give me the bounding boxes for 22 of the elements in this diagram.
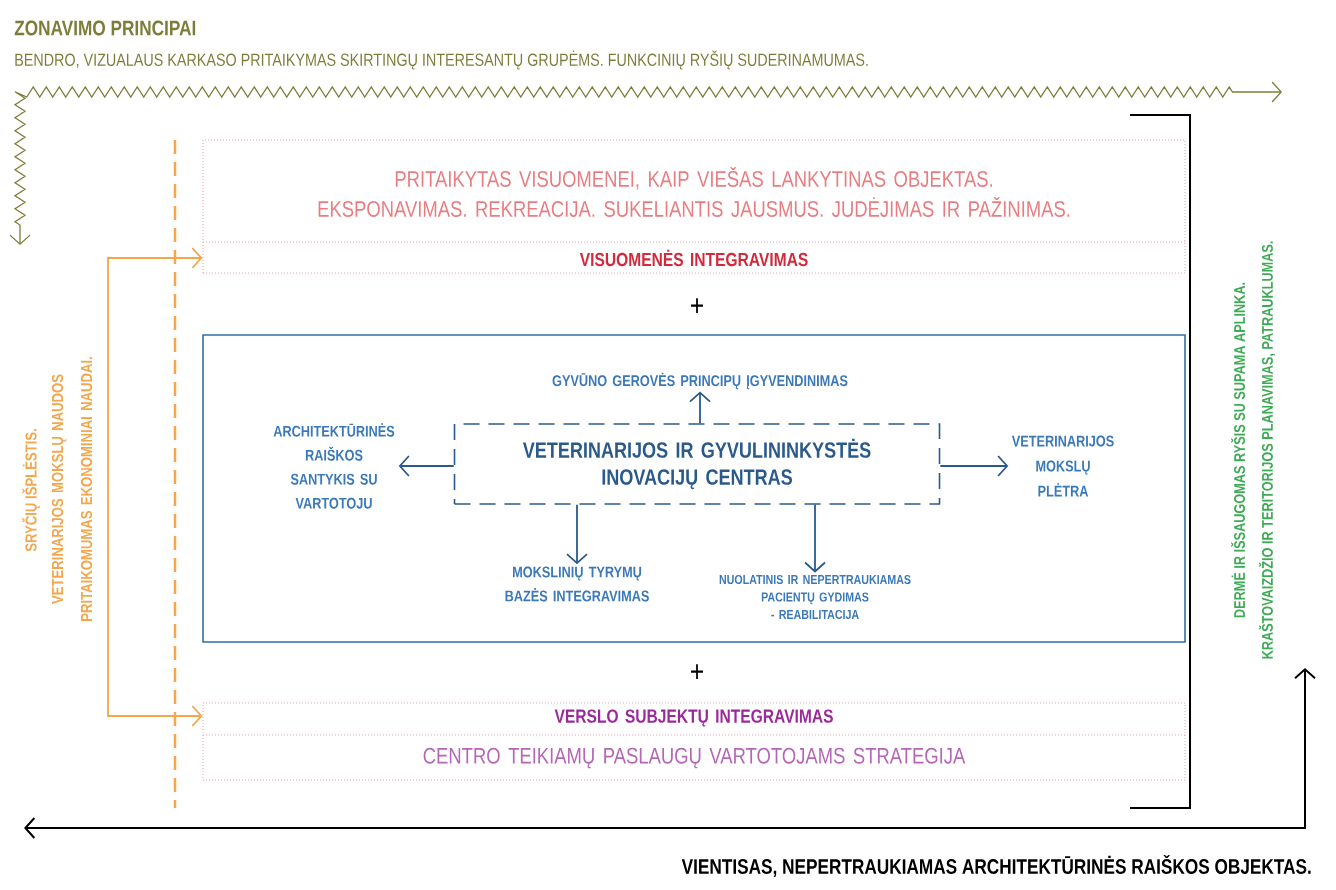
node-label: GYVŪNO GEROVĖS PRINCIPŲ ĮGYVENDINIMAS — [552, 372, 848, 390]
node-label: VETERINARIJOS MOKSLŲ PLĖTRA — [1011, 435, 1114, 497]
heading: ZONAVIMO PRINCIPAI — [14, 20, 196, 36]
subtitle: BENDRO, VIZUALAUS KARKASO PRITAIKYMAS SKIRTINGŲ INTERESANTŲ GRUPĖMS. FUNKCINIŲ RYŠIŲ SUDERINAMUMAS. — [15, 50, 868, 70]
info-box: PRITAIKYTAS VISUOMENEI, KAIP VIEŠAS LANKYTINAS OBJEKTAS. EKSPONAVIMAS. REKREACIJA. SUKELIANTIS JAUSMUS. JUDĖJIMAS IR PAŽINIMAS. VISUOMENĖS INTEGRAVIMAS — [202, 139, 1186, 274]
info-box: VERSLO SUBJEKTŲ INTEGRAVIMAS CENTRO TEIKIAMŲ PASLAUGŲ VARTOTOJAMS STRATEGIJA — [202, 702, 1186, 781]
caption-text: VIENTISAS, NEPERTRAUKIAMAS ARCHITEKTŪRINĖS RAIŠKOS OBJEKTAS. — [681, 854, 1311, 878]
node-label: NUOLATINIS IR NEPERTRAUKIAMAS PACIENTŲ GYDIMAS - REABILITACIJA — [719, 574, 911, 620]
side-note: KRAŠTOVAIZDŽIO IR TERITORIJOS PLANAVIMAS, PATRAUKLUMAS. — [1258, 241, 1276, 659]
side-note: DERMĖ IR IŠSAUGOMAS RYŠIS SU SUPAMA APLINKA. — [1231, 282, 1246, 618]
arrow — [939, 455, 1009, 477]
arrow — [804, 503, 826, 573]
arrow — [566, 503, 588, 565]
node-label: MOKSLINIŲ TYRYMŲ BAZĖS INTEGRAVIMAS — [505, 566, 649, 602]
arrow — [689, 391, 711, 425]
node-label: ARCHITEKTŪRINĖS RAIŠKOS SANTYKIS SU VARTOTOJU — [273, 423, 395, 509]
center-box: VETERINARIJOS IR GYVULININKYSTĖS INOVACIJŲ CENTRAS — [453, 423, 941, 505]
side-note: SRYČIŲ IŠPLĖSTIS. — [22, 429, 40, 552]
side-note: VETERINARIJOS MOKSLŲ NAUDOS PRITAIKOMUMAS EKONOMINIAI NAUDAI. — [51, 357, 93, 621]
panel — [202, 334, 1186, 643]
arrow — [107, 247, 203, 727]
arrow — [398, 455, 455, 477]
